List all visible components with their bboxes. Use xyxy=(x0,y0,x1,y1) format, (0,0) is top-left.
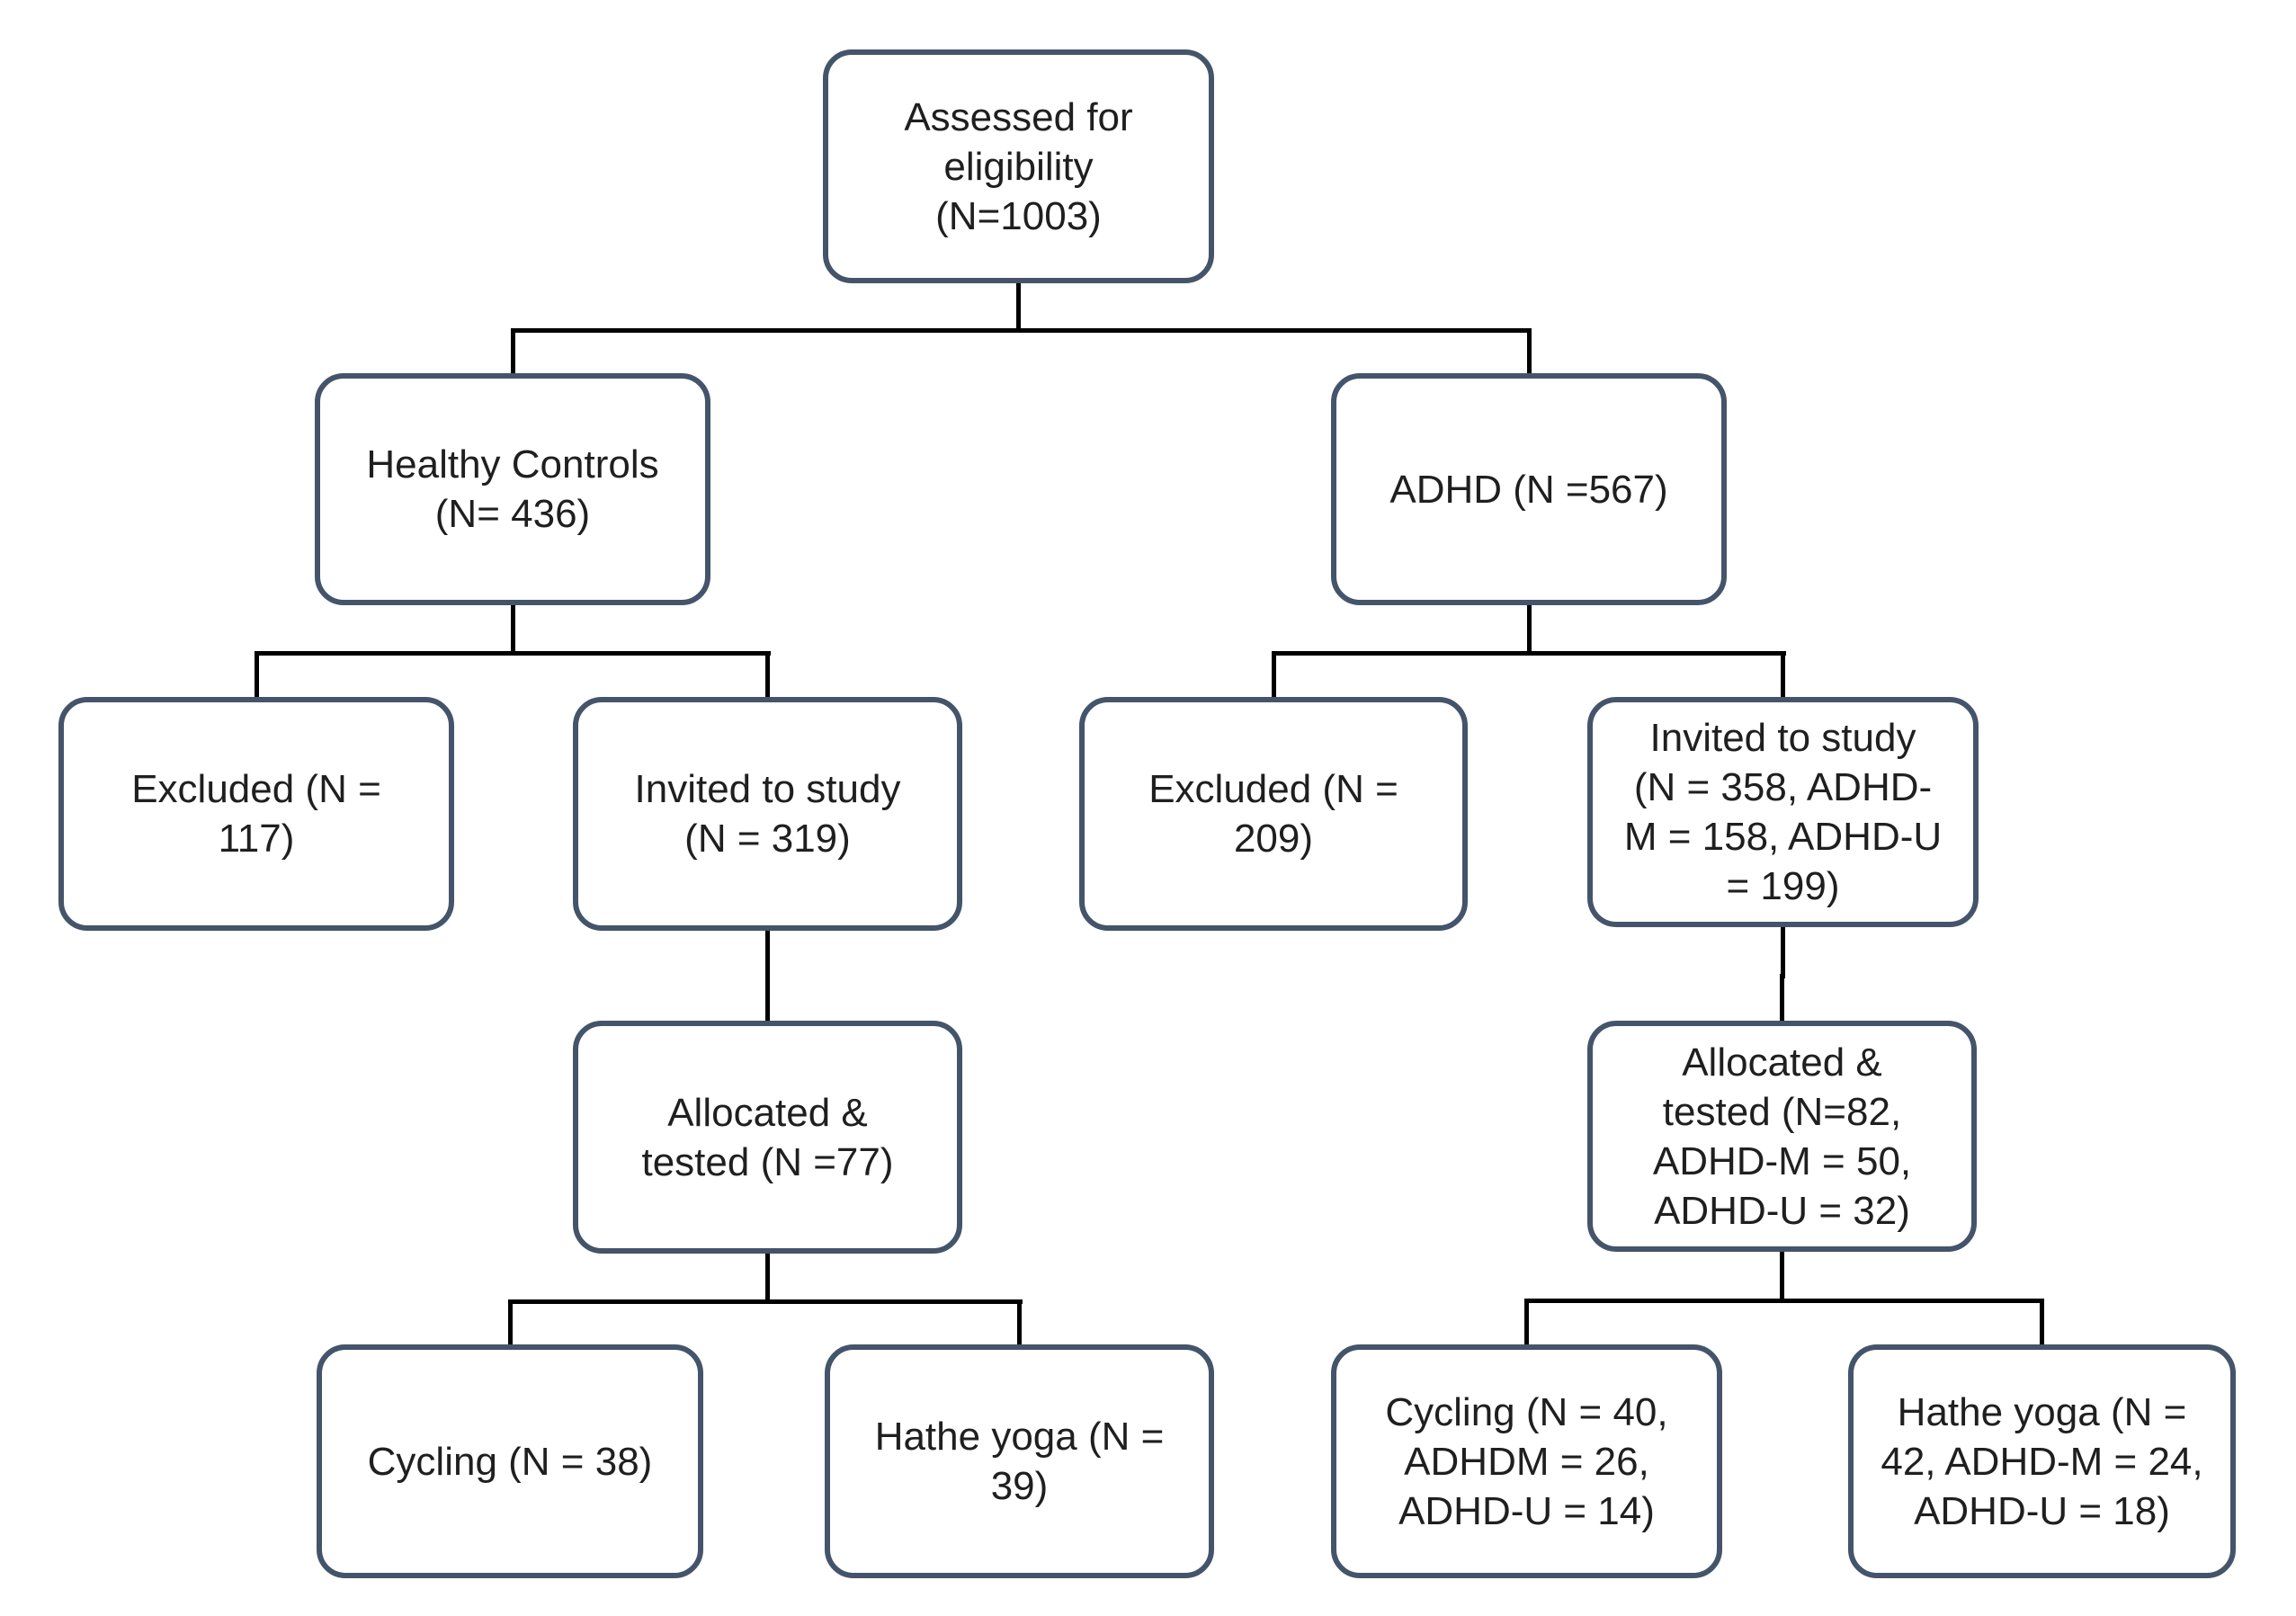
node-label: Cycling (N = 38) xyxy=(367,1439,653,1484)
node-label: Invited to study (N = 319) xyxy=(634,767,901,861)
node-label: Allocated & tested (N=82, ADHD-M = 50, A… xyxy=(1652,1040,1912,1233)
node-allocated-tested-healthy-controls: Allocated & tested (N =77) xyxy=(573,1021,962,1254)
connector-line xyxy=(765,976,770,1022)
connector-line xyxy=(1781,651,1785,699)
node-excluded-healthy-controls: Excluded (N = 117) xyxy=(58,697,454,931)
node-healthy-controls: Healthy Controls (N= 436) xyxy=(315,373,710,605)
connector-line xyxy=(1527,603,1532,656)
node-label: Allocated & tested (N =77) xyxy=(641,1090,894,1184)
connector-line xyxy=(255,651,259,699)
connector-line xyxy=(1272,651,1276,699)
node-allocated-tested-adhd: Allocated & tested (N=82, ADHD-M = 50, A… xyxy=(1587,1021,1977,1252)
node-adhd: ADHD (N =567) xyxy=(1331,373,1727,605)
connector-line xyxy=(1524,1299,2044,1303)
node-label: Excluded (N = 209) xyxy=(1148,767,1398,861)
connector-line xyxy=(1524,1299,1529,1346)
node-label: ADHD (N =567) xyxy=(1389,467,1668,512)
connector-line xyxy=(511,328,515,375)
connector-line xyxy=(511,603,515,656)
connector-line xyxy=(765,1252,770,1304)
node-label: Healthy Controls (N= 436) xyxy=(366,442,659,536)
node-cycling-healthy-controls: Cycling (N = 38) xyxy=(317,1344,703,1578)
node-hathe-yoga-adhd: Hathe yoga (N = 42, ADHD-M = 24, ADHD-U … xyxy=(1848,1344,2236,1578)
node-hathe-yoga-healthy-controls: Hathe yoga (N = 39) xyxy=(825,1344,1214,1578)
connector-line xyxy=(2040,1299,2044,1346)
connector-line xyxy=(508,1299,1023,1304)
connector-line xyxy=(511,328,1532,333)
connector-line xyxy=(1017,1299,1022,1346)
connector-line xyxy=(765,929,770,980)
node-assessed-for-eligibility: Assessed for eligibility (N=1003) xyxy=(823,49,1214,283)
node-excluded-adhd: Excluded (N = 209) xyxy=(1079,697,1468,931)
node-label: Excluded (N = 117) xyxy=(131,767,381,861)
connector-line xyxy=(765,651,770,699)
connector-line xyxy=(508,1299,513,1346)
connector-line xyxy=(1781,925,1785,978)
node-cycling-adhd: Cycling (N = 40, ADHDM = 26, ADHD-U = 14… xyxy=(1331,1344,1722,1578)
node-invited-to-study-adhd: Invited to study (N = 358, ADHD- M = 158… xyxy=(1587,697,1979,927)
node-invited-to-study-healthy-controls: Invited to study (N = 319) xyxy=(573,697,962,931)
node-label: Hathe yoga (N = 42, ADHD-M = 24, ADHD-U … xyxy=(1881,1389,2203,1533)
connector-line xyxy=(1780,1250,1784,1303)
node-label: Cycling (N = 40, ADHDM = 26, ADHD-U = 14… xyxy=(1385,1389,1668,1533)
connector-line xyxy=(1780,974,1784,1022)
node-label: Hathe yoga (N = 39) xyxy=(874,1415,1165,1508)
node-label: Assessed for eligibility (N=1003) xyxy=(904,94,1133,238)
connector-line xyxy=(255,651,771,656)
connector-line xyxy=(1527,328,1532,375)
node-label: Invited to study (N = 358, ADHD- M = 158… xyxy=(1623,716,1943,908)
connector-line xyxy=(1016,281,1021,333)
connector-line xyxy=(1272,651,1786,656)
